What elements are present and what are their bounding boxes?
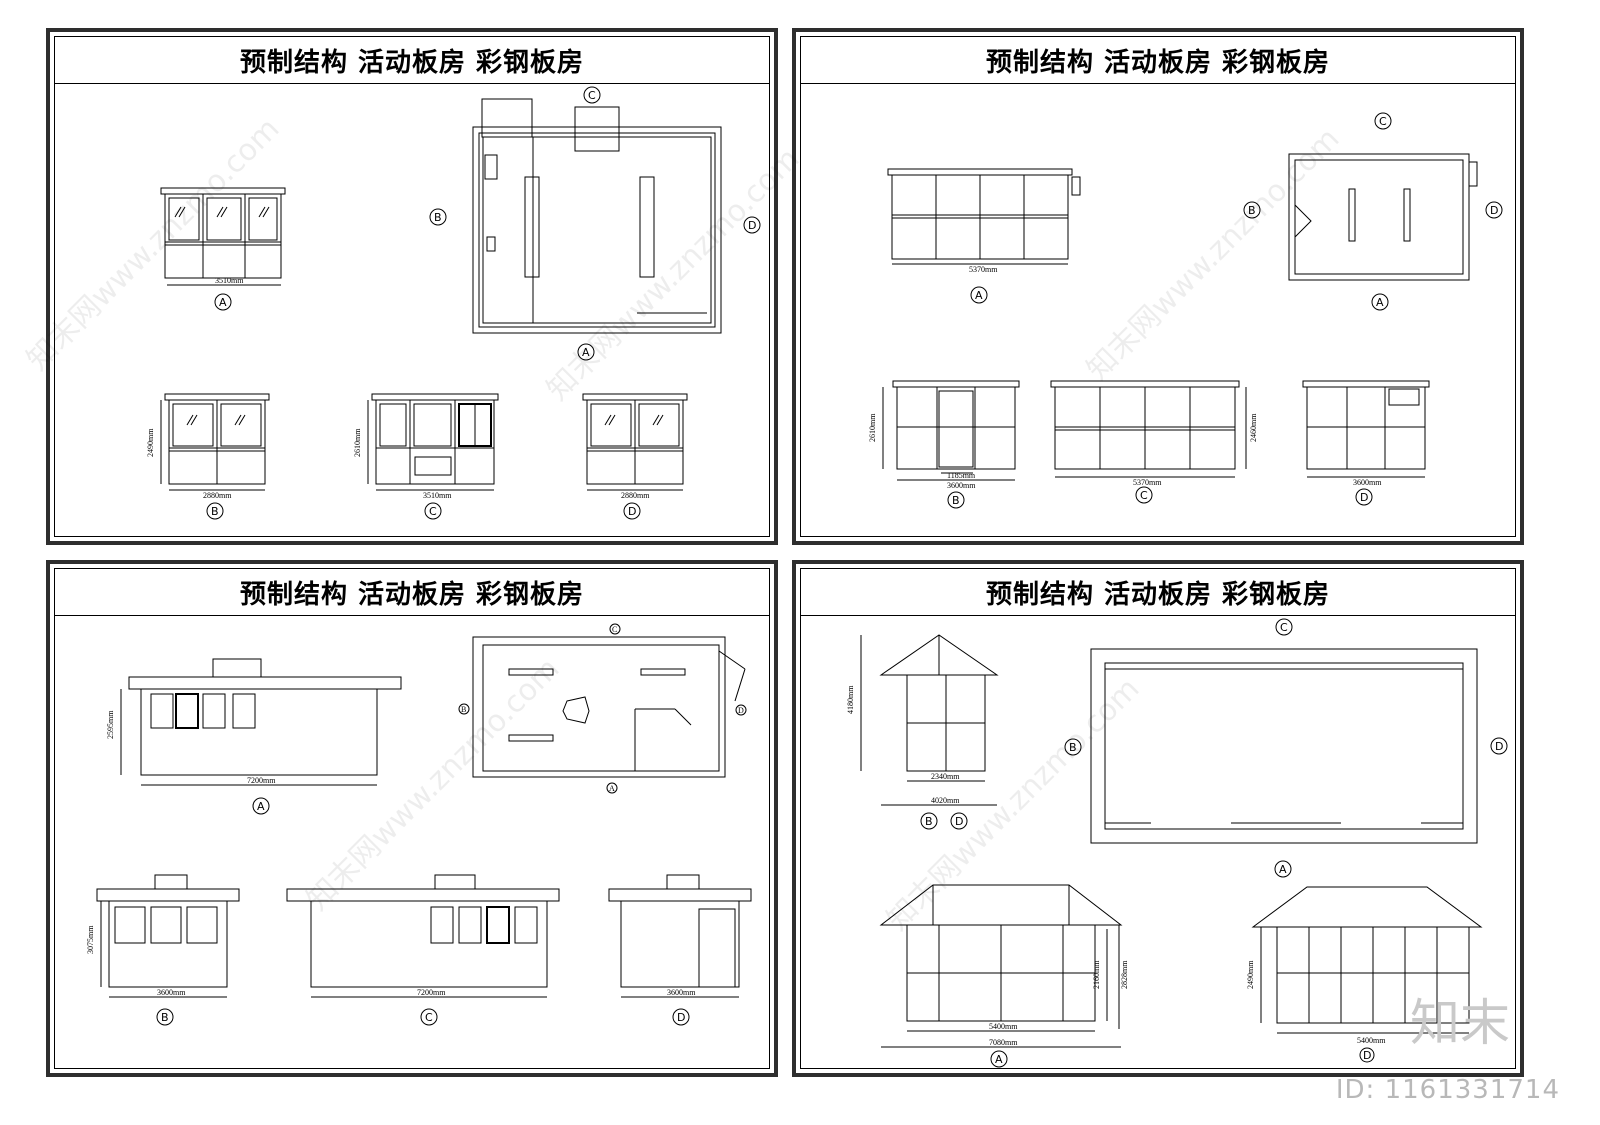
dim-b-w: 3600mm: [157, 988, 186, 997]
sheet-frame: 预制结构 活动板房 彩钢板房 5370mm A C: [800, 36, 1516, 537]
elevation-d-2: 3600mm D: [1302, 380, 1430, 506]
dim-a-inner: 5400mm: [989, 1022, 1018, 1031]
label-d: D: [1363, 1049, 1371, 1062]
sheet-title: 预制结构 活动板房 彩钢板房: [55, 569, 769, 616]
dim-d-w: 2880mm: [621, 491, 650, 500]
label-d: D: [628, 505, 636, 518]
dim-a-long: 5370mm: [969, 265, 998, 274]
elevation-a-long: 5370mm A: [887, 168, 1081, 304]
sheet-frame: 预制结构 活动板房 彩钢板房 3510mm A: [54, 36, 770, 537]
watermark-id: ID: 1161331714: [1335, 1075, 1560, 1105]
label-c: C: [1140, 489, 1148, 502]
plan-label-d: D: [1495, 740, 1503, 753]
drawing-sheet-3: 预制结构 活动板房 彩钢板房 2595mm 7200mm A: [46, 560, 778, 1077]
dim-a-h2: 2828mm: [1120, 960, 1129, 989]
dim-d-w: 3600mm: [667, 988, 696, 997]
label-b: B: [211, 505, 219, 518]
dim-a-h: 2595mm: [106, 710, 115, 739]
floor-plan-1: C B D A: [429, 86, 761, 361]
elevation-b-2: 2610mm 1185mm 3600mm B: [868, 380, 1020, 509]
dim-c-w: 7200mm: [417, 988, 446, 997]
label-a-wide: A: [257, 800, 265, 813]
elevation-d: 2880mm D: [582, 393, 688, 520]
plan-label-a: A: [1376, 296, 1384, 309]
elevation-c-3: 7200mm C: [286, 874, 560, 1026]
watermark-logo: 知末: [1410, 994, 1510, 1052]
label-d: D: [1360, 491, 1368, 504]
label-d-side: D: [955, 815, 963, 828]
plan-label-b: B: [461, 705, 466, 714]
rear-elevation-pavilion: 2490mm 5400mm D: [1246, 886, 1483, 1063]
panel2-drawing: 5370mm A C B D A: [868, 112, 1503, 509]
label-c: C: [429, 505, 437, 518]
dim-b-w: 3600mm: [947, 481, 976, 490]
plan-label-c: C: [588, 89, 596, 102]
dim-b-h: 3075mm: [86, 925, 95, 954]
side-elevation-pavilion: 4180mm 2340mm 4020mm B D: [846, 634, 999, 830]
elevation-c-2: 2460mm 5370mm C: [1050, 380, 1258, 504]
dim-a-small: 3510mm: [215, 276, 244, 285]
plan-label-c: C: [1280, 621, 1288, 634]
label-b: B: [952, 494, 960, 507]
label-b-side: B: [925, 815, 933, 828]
elevation-d-3: 3600mm D: [608, 874, 752, 1026]
elevation-b: 2490mm 2880mm B: [146, 393, 270, 520]
dim-d-h: 2490mm: [1246, 960, 1255, 989]
dim-d-w: 5400mm: [1357, 1036, 1386, 1045]
dim-c-w: 5370mm: [1133, 478, 1162, 487]
panel3-drawing: 2595mm 7200mm A C B D A: [86, 623, 752, 1026]
dim-b-h: 2490mm: [146, 428, 155, 457]
front-elevation-pavilion: 2160mm 2828mm 5400mm 7080mm A: [879, 884, 1129, 1068]
dim-c-h: 2460mm: [1249, 413, 1258, 442]
dim-side-h: 4180mm: [846, 685, 855, 714]
elevation-b-3: 3075mm 3600mm B: [86, 874, 240, 1026]
floor-plan-4: C B D A: [1064, 618, 1508, 878]
plan-label-b: B: [1248, 204, 1256, 217]
plan-label-d: D: [748, 219, 756, 232]
dim-a-w: 7080mm: [989, 1038, 1018, 1047]
floor-plan-2: C B D A: [1243, 112, 1503, 311]
plan-label-c: C: [1379, 115, 1387, 128]
plan-label-b: B: [1069, 741, 1077, 754]
panel1-drawing: 3510mm A C B: [146, 86, 761, 520]
dim-c-w: 3510mm: [423, 491, 452, 500]
dim-a-h1: 2160mm: [1092, 960, 1101, 989]
sheet-frame: 预制结构 活动板房 彩钢板房 2595mm 7200mm A: [54, 568, 770, 1069]
dim-side-w: 4020mm: [931, 796, 960, 805]
elevation-a-small: 3510mm A: [160, 187, 286, 311]
dim-side-inner: 2340mm: [931, 772, 960, 781]
plan-label-b: B: [434, 211, 442, 224]
label-a: A: [995, 1053, 1003, 1066]
dim-b-door: 1185mm: [947, 471, 976, 480]
sheet-title: 预制结构 活动板房 彩钢板房: [801, 569, 1515, 616]
label-a-small: A: [219, 296, 227, 309]
elevation-c: 2610mm 3510mm C: [353, 393, 499, 520]
drawing-sheet-2: 预制结构 活动板房 彩钢板房 5370mm A C: [792, 28, 1524, 545]
dim-c-h: 2610mm: [353, 428, 362, 457]
plan-label-a: A: [609, 784, 615, 793]
plan-label-a: A: [1279, 863, 1287, 876]
panel4-drawing: 4180mm 2340mm 4020mm B D C B D: [846, 618, 1508, 1068]
dim-b-h: 2610mm: [868, 413, 877, 442]
dim-a-w: 7200mm: [247, 776, 276, 785]
plan-label-c: C: [612, 625, 617, 634]
dim-b-w: 2880mm: [203, 491, 232, 500]
plan-label-d: D: [1490, 204, 1498, 217]
plan-label-a: A: [582, 346, 590, 359]
sheet-title: 预制结构 活动板房 彩钢板房: [55, 37, 769, 84]
elevation-a-wide: 2595mm 7200mm A: [106, 658, 402, 815]
plan-label-d: D: [738, 706, 744, 715]
sheet-title: 预制结构 活动板房 彩钢板房: [801, 37, 1515, 84]
drawing-sheet-1: 预制结构 活动板房 彩钢板房 3510mm A: [46, 28, 778, 545]
sheet-frame: 预制结构 活动板房 彩钢板房 4180mm 2340mm 4020mm B D: [800, 568, 1516, 1069]
drawing-sheet-4: 预制结构 活动板房 彩钢板房 4180mm 2340mm 4020mm B D: [792, 560, 1524, 1077]
label-b: B: [161, 1011, 169, 1024]
floor-plan-3: C B D A: [458, 623, 747, 794]
label-a-long: A: [975, 289, 983, 302]
dim-d-w: 3600mm: [1353, 478, 1382, 487]
label-c: C: [425, 1011, 433, 1024]
label-d: D: [677, 1011, 685, 1024]
